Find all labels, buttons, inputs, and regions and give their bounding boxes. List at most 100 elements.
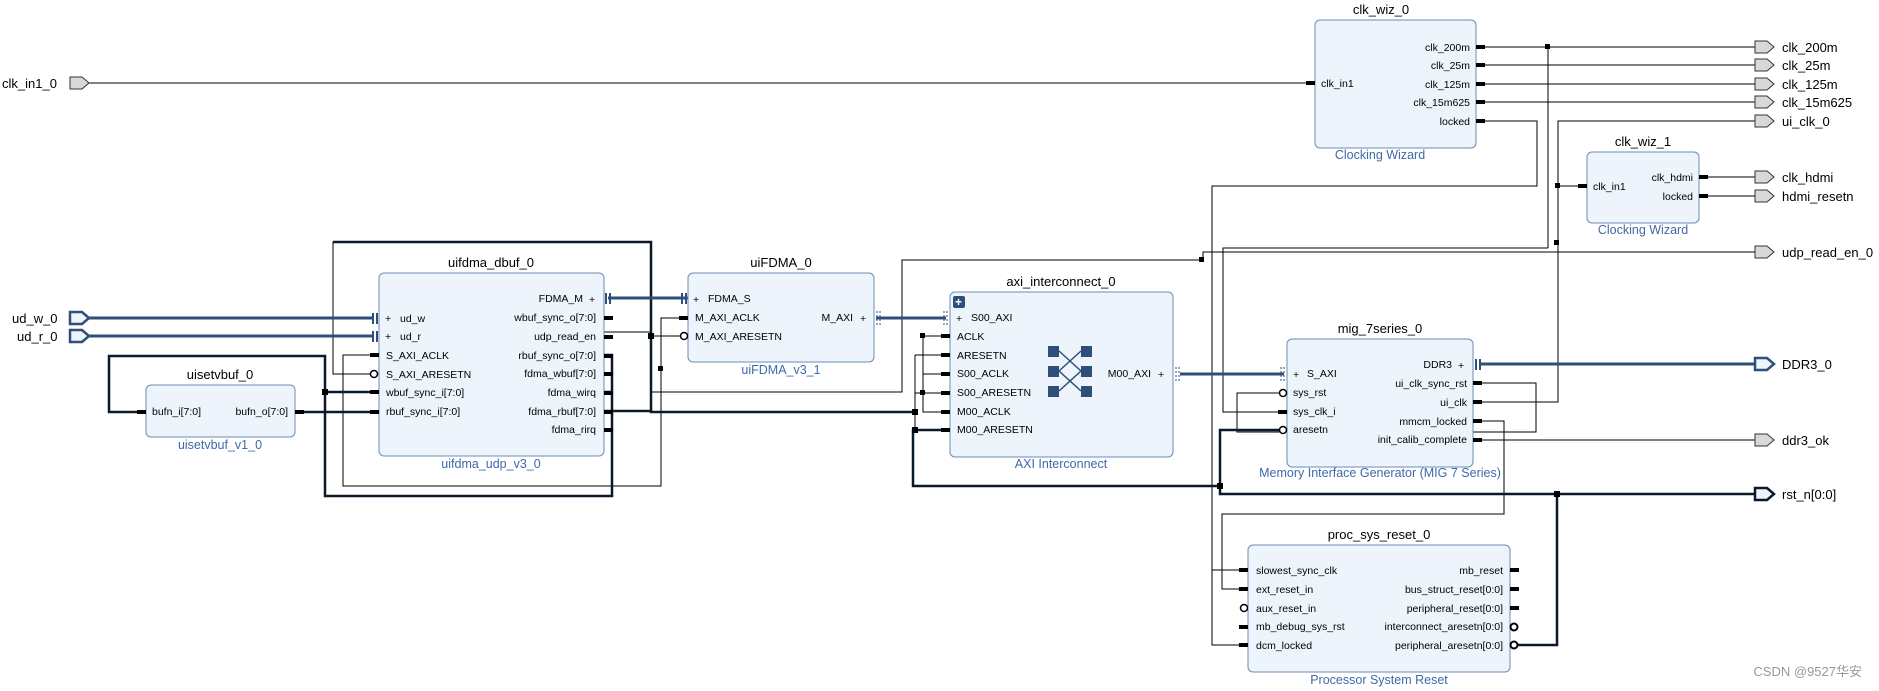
- pin-sys_rst: sys_rst: [1293, 387, 1326, 399]
- block-uifdma_dbuf_0[interactable]: uifdma_dbuf_0 uifdma_udp_v3_0 + ud_w + u…: [369, 255, 613, 471]
- plus-icon[interactable]: +: [1293, 369, 1299, 381]
- block-uisetvbuf_0[interactable]: uisetvbuf_0 uisetvbuf_v1_0 bufn_i[7:0] b…: [137, 367, 304, 452]
- pin-FDMA_M: FDMA_M: [539, 293, 583, 305]
- block-clk_wiz_0[interactable]: clk_wiz_0 Clocking Wizard clk_in1 clk_20…: [1306, 2, 1485, 162]
- port-arrow-icon[interactable]: [68, 310, 91, 326]
- block-axi_interconnect_0[interactable]: axi_interconnect_0 AXI Interconnect + + …: [941, 274, 1180, 471]
- port-label: ui_clk_0: [1782, 114, 1830, 129]
- plus-icon[interactable]: +: [385, 313, 391, 325]
- pin-peripheral_aresetn: peripheral_aresetn[0:0]: [1395, 640, 1503, 652]
- plus-icon[interactable]: +: [860, 313, 866, 325]
- pin-mb_debug_sys_rst: mb_debug_sys_rst: [1256, 621, 1345, 633]
- port-arrow-icon[interactable]: [1754, 114, 1775, 128]
- pin-S_AXI_ARESETN: S_AXI_ARESETN: [386, 369, 471, 381]
- pin-fdma_wbuf: fdma_wbuf[7:0]: [524, 368, 596, 380]
- port-clk_15m625[interactable]: clk_15m625: [1754, 95, 1852, 110]
- pin-clk_15m625: clk_15m625: [1413, 97, 1470, 109]
- pin-fdma_rbuf: fdma_rbuf[7:0]: [528, 406, 596, 418]
- block-subtitle: uiFDMA_v3_1: [741, 363, 820, 377]
- pin-ARESETN: ARESETN: [957, 350, 1007, 362]
- block-subtitle: Memory Interface Generator (MIG 7 Series…: [1259, 466, 1501, 480]
- port-clk_25m[interactable]: clk_25m: [1754, 58, 1830, 73]
- pin-peripheral_reset: peripheral_reset[0:0]: [1407, 603, 1503, 615]
- port-arrow-icon[interactable]: [1754, 245, 1775, 259]
- port-arrow-icon[interactable]: [1754, 77, 1775, 91]
- port-label: clk_hdmi: [1782, 170, 1833, 185]
- pin-S_AXI: S_AXI: [1307, 368, 1337, 380]
- port-ui_clk_0[interactable]: ui_clk_0: [1754, 114, 1830, 129]
- port-arrow-icon[interactable]: [1754, 58, 1775, 72]
- pin-mb_reset: mb_reset: [1459, 565, 1503, 577]
- port-label: rst_n[0:0]: [1782, 487, 1836, 502]
- pin-bufn_o: bufn_o[7:0]: [235, 406, 288, 418]
- pin-M00_AXI: M00_AXI: [1108, 368, 1151, 380]
- port-clk_200m[interactable]: clk_200m: [1754, 40, 1838, 55]
- pin-fdma_rirq: fdma_rirq: [552, 424, 597, 436]
- plus-icon[interactable]: +: [956, 313, 962, 325]
- pin-ext_reset_in: ext_reset_in: [1256, 584, 1313, 596]
- plus-icon[interactable]: +: [385, 331, 391, 343]
- port-clk_hdmi[interactable]: clk_hdmi: [1754, 170, 1833, 185]
- port-arrow-icon[interactable]: [69, 76, 90, 90]
- block-instance-name: mig_7series_0: [1338, 321, 1423, 336]
- block-instance-name: proc_sys_reset_0: [1328, 527, 1431, 542]
- port-arrow-icon[interactable]: [1753, 356, 1776, 372]
- port-clk_125m[interactable]: clk_125m: [1754, 77, 1838, 92]
- pin-rbuf_sync_i: rbuf_sync_i[7:0]: [386, 406, 460, 418]
- pin-sys_clk_i: sys_clk_i: [1293, 406, 1336, 418]
- pin-rbuf_sync_o: rbuf_sync_o[7:0]: [518, 350, 596, 362]
- plus-icon[interactable]: +: [1458, 360, 1464, 372]
- pin-fdma_wirq: fdma_wirq: [548, 387, 597, 399]
- pin-udp_read_en: udp_read_en: [534, 331, 596, 343]
- block-instance-name: uifdma_dbuf_0: [448, 255, 534, 270]
- port-label: DDR3_0: [1782, 357, 1832, 372]
- port-arrow-icon[interactable]: [1754, 170, 1775, 184]
- block-subtitle: Clocking Wizard: [1335, 148, 1425, 162]
- block-proc_sys_reset_0[interactable]: proc_sys_reset_0 Processor System Reset …: [1239, 527, 1519, 687]
- pin-S00_ARESETN: S00_ARESETN: [957, 387, 1031, 399]
- watermark: CSDN @9527华安: [1753, 664, 1862, 679]
- port-udp_read_en_0[interactable]: udp_read_en_0: [1754, 245, 1873, 260]
- block-clk_wiz_1[interactable]: clk_wiz_1 Clocking Wizard clk_in1 clk_hd…: [1578, 134, 1708, 237]
- block-mig_7series_0[interactable]: mig_7series_0 Memory Interface Generator…: [1259, 321, 1501, 480]
- block-uiFDMA_0[interactable]: uiFDMA_0 uiFDMA_v3_1 + FDMA_S M_AXI_ACLK…: [679, 255, 881, 377]
- pin-clk_125m: clk_125m: [1425, 79, 1470, 91]
- port-label: hdmi_resetn: [1782, 189, 1854, 204]
- port-DDR3_0[interactable]: DDR3_0: [1753, 356, 1832, 372]
- pin-wbuf_sync_o: wbuf_sync_o[7:0]: [513, 312, 596, 324]
- pin-clk_200m: clk_200m: [1425, 42, 1470, 54]
- port-rst_n[interactable]: rst_n[0:0]: [1753, 486, 1836, 502]
- port-ddr3_ok[interactable]: ddr3_ok: [1754, 433, 1829, 448]
- pin-M00_ACLK: M00_ACLK: [957, 406, 1011, 418]
- pin-init_calib_complete: init_calib_complete: [1378, 434, 1467, 446]
- plus-icon[interactable]: +: [1158, 369, 1164, 381]
- port-hdmi_resetn[interactable]: hdmi_resetn: [1754, 189, 1854, 204]
- port-arrow-icon[interactable]: [1754, 95, 1775, 109]
- junctions: [322, 44, 1560, 497]
- expand-icon[interactable]: [953, 296, 965, 308]
- port-arrow-icon[interactable]: [68, 328, 91, 344]
- port-arrow-icon[interactable]: [1754, 40, 1775, 54]
- external-ports: clk_in1_0 ud_w_0 ud_r_0 clk_200m clk_25m…: [2, 40, 1873, 502]
- pin-S_AXI_ACLK: S_AXI_ACLK: [386, 350, 449, 362]
- pin-S00_ACLK: S00_ACLK: [957, 368, 1009, 380]
- port-label-ud_w_0: ud_w_0: [12, 311, 58, 326]
- port-label: clk_25m: [1782, 58, 1830, 73]
- port-label: clk_125m: [1782, 77, 1838, 92]
- port-arrow-icon[interactable]: [1753, 486, 1776, 502]
- pin-FDMA_S: FDMA_S: [708, 293, 751, 305]
- pin-wbuf_sync_i: wbuf_sync_i[7:0]: [385, 387, 464, 399]
- plus-icon[interactable]: +: [589, 294, 595, 306]
- buses: [80, 296, 1755, 376]
- port-label-ud_r_0: ud_r_0: [17, 329, 57, 344]
- port-arrow-icon[interactable]: [1754, 433, 1775, 447]
- block-subtitle: uisetvbuf_v1_0: [178, 438, 262, 452]
- plus-icon[interactable]: +: [693, 294, 699, 306]
- pin-M_AXI: M_AXI: [821, 312, 853, 324]
- pin-bus_struct_reset: bus_struct_reset[0:0]: [1405, 584, 1503, 596]
- crossbar-icon: [1048, 346, 1092, 397]
- port-label-clk_in1_0: clk_in1_0: [2, 76, 57, 91]
- block-subtitle: Processor System Reset: [1310, 673, 1448, 687]
- port-arrow-icon[interactable]: [1754, 189, 1775, 203]
- port-label: clk_15m625: [1782, 95, 1852, 110]
